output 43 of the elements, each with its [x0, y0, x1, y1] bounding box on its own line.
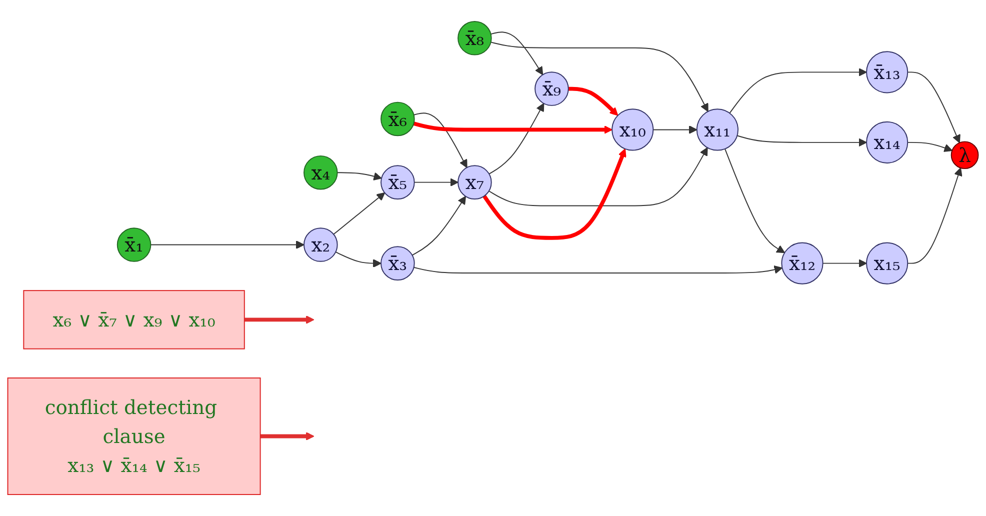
arrow: [412, 196, 466, 256]
arrow: [488, 147, 708, 206]
arrow: [414, 178, 458, 187]
node-circle: x̄₆: [380, 102, 415, 136]
arrow: [413, 265, 783, 274]
arrow: [490, 42, 708, 112]
node-circle: x₁₅: [866, 242, 908, 284]
arrow: [413, 122, 612, 134]
node-circle: λ: [950, 141, 979, 170]
arrow: [822, 259, 867, 268]
arrow: [907, 142, 953, 152]
arrow: [260, 432, 314, 441]
node-circle: x̄₃: [380, 246, 415, 280]
arrow: [729, 68, 867, 114]
node-box: x₆ ∨ x̄₇ ∨ x₉ ∨ x₁₀: [23, 290, 245, 350]
arrow: [490, 32, 544, 76]
arrow: [482, 148, 626, 240]
node-circle: x₁₄: [866, 121, 908, 164]
node-circle: x̄₉: [534, 72, 569, 106]
arrow: [150, 240, 304, 250]
arrow: [335, 252, 382, 268]
node-circle: x₂: [304, 228, 338, 262]
node-circle: x₇: [458, 165, 492, 200]
node-circle: x₁₀: [612, 108, 654, 151]
node-circle: x₄: [304, 155, 338, 190]
node-box: conflict detecting clause x₁₃ ∨ x̄₁₄ ∨ x̄₁₅: [7, 377, 261, 495]
arrow: [724, 148, 786, 254]
arrow: [413, 112, 468, 168]
node-circle: x̄₁: [116, 228, 152, 262]
arrow: [488, 103, 544, 174]
arrow: [907, 168, 962, 264]
arrow: [244, 315, 314, 324]
node-circle: x̄₁₂: [781, 242, 824, 284]
arrow: [336, 172, 382, 180]
node-circle: x̄₁₃: [866, 51, 908, 94]
arrow: [736, 135, 867, 147]
node-circle: x̄₅: [380, 165, 415, 200]
node-circle: x₁₁: [696, 108, 738, 151]
arrow: [652, 125, 698, 134]
node-circle: x̄₈: [458, 21, 492, 56]
arrow: [333, 192, 386, 235]
arrow: [907, 72, 960, 144]
arrow: [568, 86, 618, 116]
